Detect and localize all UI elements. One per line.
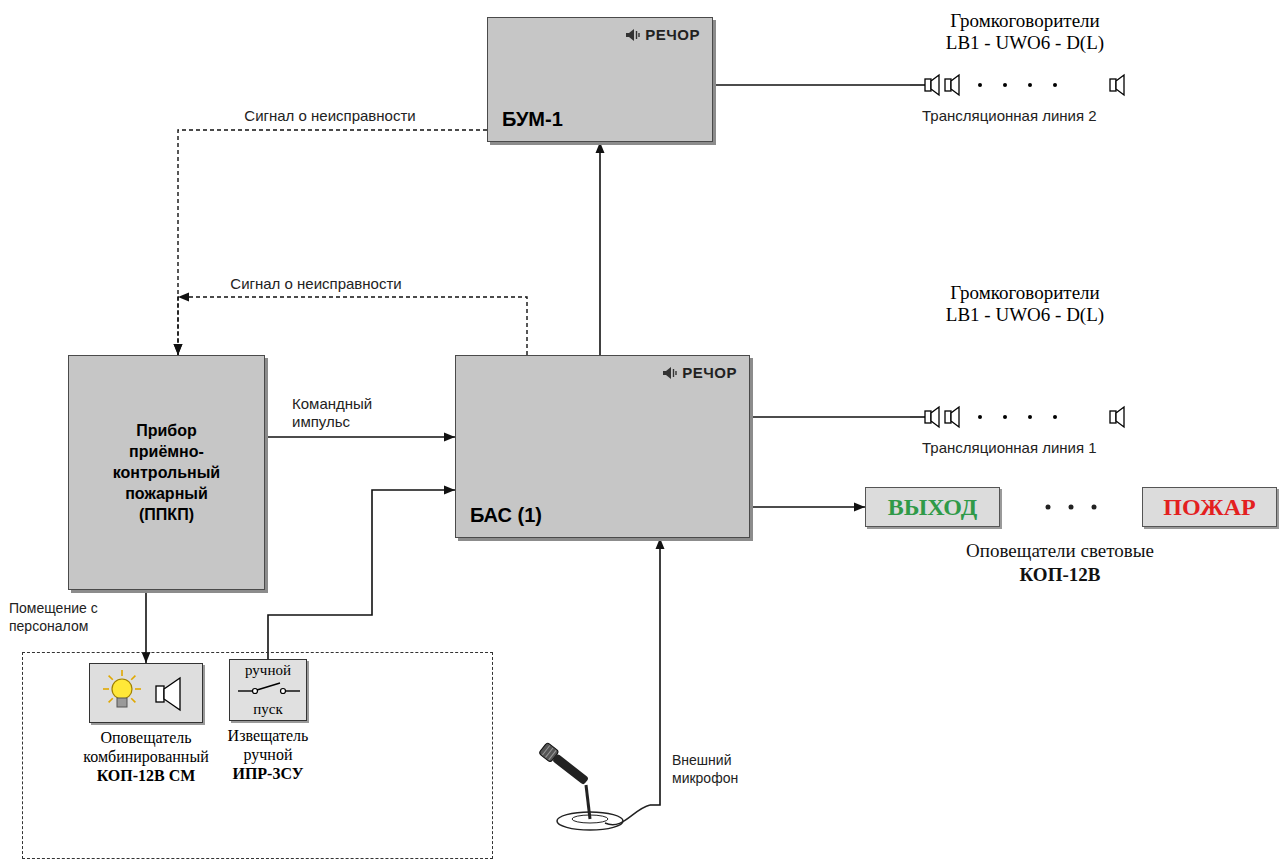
sign-text: ПОЖАР <box>1163 494 1255 521</box>
device-caption: Оповещатель комбинированныйКОП-12В СМ <box>82 728 211 785</box>
button-text: ручной <box>230 662 306 679</box>
loudspeaker-icons <box>910 280 1140 435</box>
manual-call-point-box: ручнойпускИзвещатель ручнойИПР-3СУ <box>229 659 307 721</box>
connector-line <box>750 417 910 418</box>
voice-alarm-unit-box: РЕЧОР БАС (1) <box>455 355 750 538</box>
connector-label: Трансляционная линия 2 <box>920 107 1099 125</box>
connector-label: Сигнал о неисправности <box>242 107 417 125</box>
connector-path <box>650 538 660 805</box>
connector-line <box>596 142 605 355</box>
loudspeaker-heading: Громкоговорители LB1 - UWO6 - D(L) <box>944 282 1106 326</box>
brand-logo: РЕЧОР <box>661 364 737 381</box>
arrowhead <box>656 538 665 549</box>
light-sign-box: ПОЖАР <box>1142 487 1277 527</box>
arrowhead <box>596 142 605 153</box>
device-caption-text: Оповещатель комбинированный <box>82 728 211 766</box>
loudspeaker-group: Громкоговорители LB1 - UWO6 - D(L) <box>910 8 1140 103</box>
arrowhead <box>178 293 189 302</box>
arrowhead <box>174 344 183 355</box>
connector-path <box>178 130 487 355</box>
connector-path <box>750 416 910 418</box>
device-caption: Извещатель ручнойИПР-3СУ <box>226 726 310 783</box>
connector-label: Сигнал о неисправности <box>228 275 403 293</box>
arrowhead <box>444 433 455 442</box>
connector-line <box>713 85 910 86</box>
fault-signal-line <box>174 293 528 356</box>
brand-name: РЕЧОР <box>645 26 700 43</box>
arrowhead <box>854 503 865 512</box>
arrowhead <box>142 652 151 663</box>
connector-path <box>599 142 601 355</box>
connector-line <box>265 433 455 442</box>
connector-line <box>650 538 665 805</box>
arrowhead <box>174 344 183 355</box>
unit-title: БУМ-1 <box>502 108 563 131</box>
connector-path <box>265 436 455 438</box>
brand-icon <box>661 366 678 380</box>
connector-line <box>750 503 865 512</box>
amplifier-unit-box: РЕЧОР БУМ-1 <box>487 17 713 142</box>
connector-label: Командный импульс <box>290 395 378 431</box>
loudspeaker-group: Громкоговорители LB1 - UWO6 - D(L) <box>910 280 1140 435</box>
panel-title: Прибор приёмно-контрольный пожарный (ППК… <box>111 420 222 525</box>
microphone-illustration <box>535 735 650 835</box>
connector-path <box>268 490 455 659</box>
brand-logo: РЕЧОР <box>624 26 700 43</box>
microphone: Внешний микрофон <box>535 735 650 835</box>
button-text: пуск <box>230 701 306 718</box>
arrowhead <box>444 486 455 495</box>
combined-alarm-box: Оповещатель комбинированныйКОП-12В СМ <box>89 663 203 723</box>
device-model: КОП-12В СМ <box>97 766 196 785</box>
unit-title: БАС (1) <box>470 504 542 527</box>
connector-label: Трансляционная линия 1 <box>920 439 1099 457</box>
connector-line <box>268 486 455 660</box>
sign-text: ВЫХОД <box>888 494 978 521</box>
device-model: ИПР-3СУ <box>232 764 303 783</box>
connector-path <box>750 506 865 508</box>
room-zone: Помещение с персоналомОповещатель комбин… <box>22 652 493 859</box>
brand-name: РЕЧОР <box>682 364 737 381</box>
brand-icon <box>624 28 641 42</box>
control-panel-box: Прибор приёмно-контрольный пожарный (ППК… <box>68 355 265 590</box>
zone-heading: Помещение с персоналом <box>9 599 101 635</box>
loudspeaker-heading: Громкоговорители LB1 - UWO6 - D(L) <box>944 10 1106 54</box>
light-sign-box: ВЫХОД <box>865 487 1000 527</box>
caption-label: КОП-12В <box>1020 564 1101 586</box>
connector-path <box>178 297 527 355</box>
fault-signal-line <box>174 130 488 355</box>
connector-path <box>713 84 910 86</box>
microphone-label: Внешний микрофон <box>672 751 742 787</box>
combined-alarm-icon <box>90 664 202 722</box>
caption-label: Оповещатели световые <box>966 540 1154 562</box>
device-caption-text: Извещатель ручной <box>226 726 310 764</box>
